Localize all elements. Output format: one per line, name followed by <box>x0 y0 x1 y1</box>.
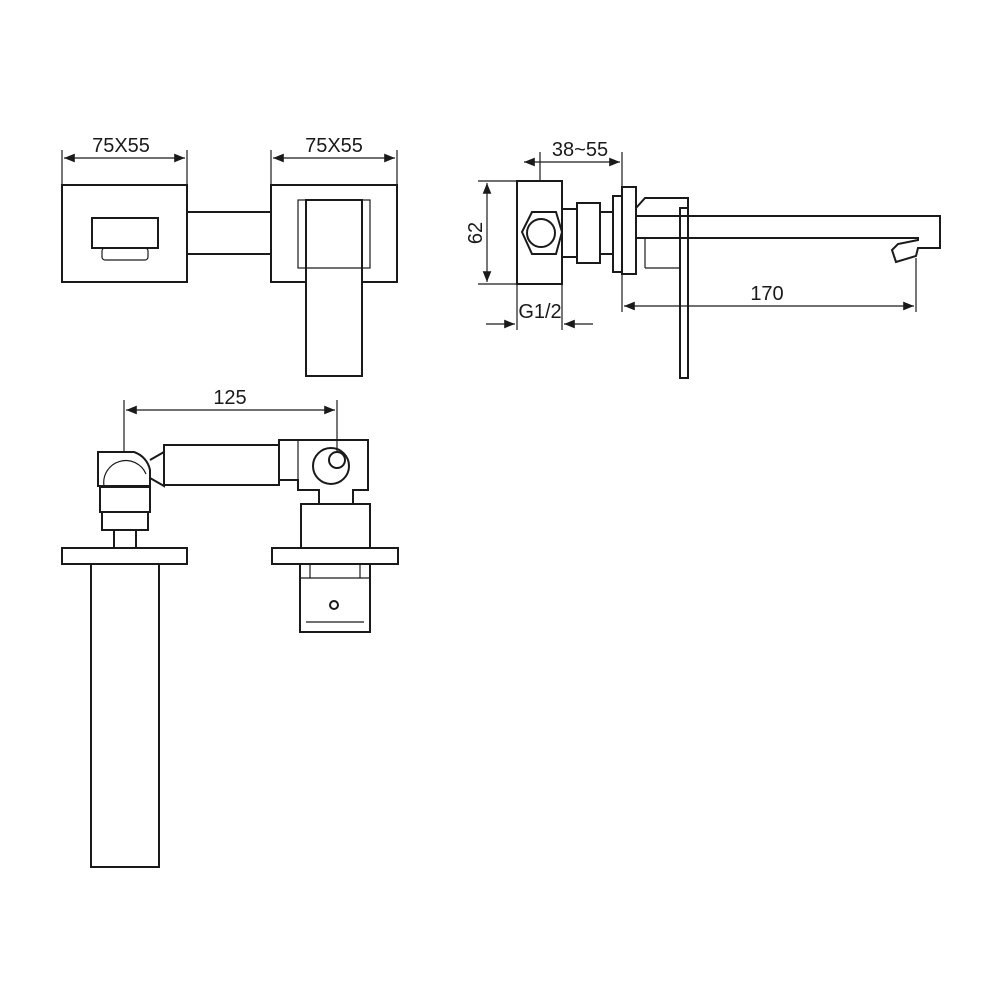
dimension-label-center-distance: 125 <box>213 387 246 409</box>
dimension-left-plate: 75X55 <box>61 135 188 185</box>
side-view: 38~55 62 G1/2 170 <box>465 139 941 379</box>
front-view: 75X55 75X55 <box>61 135 398 377</box>
spout-outlet <box>91 217 159 249</box>
dimension-thread: G1/2 <box>486 284 593 330</box>
dimension-depth: 38~55 <box>524 139 623 187</box>
lever-handle-side <box>679 207 689 379</box>
dimension-label-spout-length: 170 <box>750 283 783 305</box>
dimension-height: 62 <box>465 180 517 285</box>
plan-left-flange <box>61 547 188 565</box>
plan-connecting-pipe <box>149 450 165 488</box>
dimension-spout-length: 170 <box>621 258 917 312</box>
dimension-label-height: 62 <box>465 222 487 244</box>
plan-lever-handle <box>299 563 371 633</box>
dimension-right-plate: 75X55 <box>270 135 398 185</box>
dimension-label-thread: G1/2 <box>518 301 561 323</box>
dimension-center-distance: 125 <box>123 387 338 452</box>
plan-spout <box>90 563 160 868</box>
dimension-label-depth: 38~55 <box>552 139 608 161</box>
dimension-label-right-plate: 75X55 <box>305 135 363 157</box>
plan-view: 125 <box>61 387 399 868</box>
side-wall-plate <box>621 186 637 275</box>
lever-handle-front <box>305 199 363 377</box>
plan-right-flange <box>271 547 399 565</box>
connecting-pipe <box>186 211 272 255</box>
dimension-label-left-plate: 75X55 <box>92 135 150 157</box>
spout-side <box>636 215 941 264</box>
left-wall-plate <box>61 184 188 283</box>
